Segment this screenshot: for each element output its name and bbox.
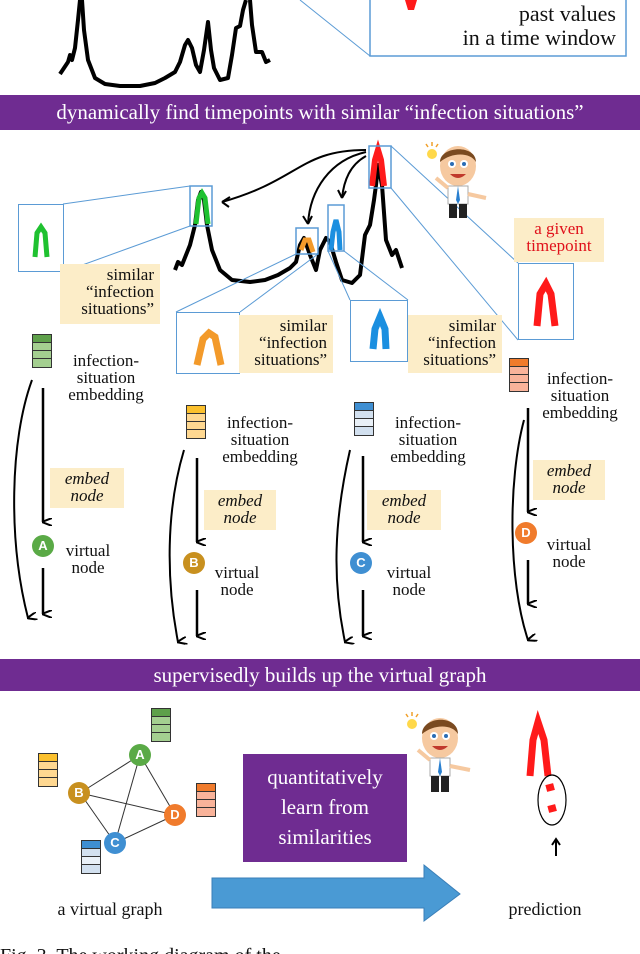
embed-c-line2: node (387, 508, 421, 527)
graph-embedding-d (196, 783, 216, 817)
virtual-node-label-b: virtual node (206, 564, 268, 598)
banner-build-graph: supervisedly builds up the virtual graph (0, 659, 640, 691)
graph-node-b: B (68, 782, 90, 804)
embedding-a-line2: situation (76, 368, 136, 387)
callout-text-2: in a time window (462, 25, 616, 50)
zoom-box-given (518, 263, 574, 340)
similar-orange-line3: situations” (254, 350, 327, 369)
virtual-node-c: C (350, 552, 372, 574)
node-b-line2: node (220, 580, 254, 599)
graph-node-c: C (104, 832, 126, 854)
banner-build-graph-text: supervisedly builds up the virtual graph (153, 663, 487, 687)
figure-caption: Fig. 3. The working diagram of the ... (0, 946, 640, 954)
similar-green-line1: similar (106, 265, 154, 284)
zoom-box-blue (350, 300, 408, 362)
graph-node-a: A (129, 744, 151, 766)
similar-label-blue: similar “infection situations” (408, 315, 502, 373)
node-d-line2: node (552, 552, 586, 571)
node-c-line2: node (392, 580, 426, 599)
embed-node-label-a: embed node (50, 468, 124, 508)
node-b-line1: virtual (214, 563, 260, 582)
embedding-a-line3: embedding (68, 385, 144, 404)
learn-line3: similarities (278, 825, 372, 849)
embedding-b-line1: infection- (226, 413, 294, 432)
similar-green-line2: “infection (86, 282, 154, 301)
embedding-d-line2: situation (550, 386, 610, 405)
learn-line1: quantitatively (267, 765, 383, 789)
figure-caption-text: Fig. 3. The working diagram of the ... (0, 946, 640, 954)
similar-orange-line1: similar (279, 316, 327, 335)
graph-node-d: D (164, 804, 186, 826)
embedding-b-line3: embedding (222, 447, 298, 466)
embed-node-label-b: embed node (204, 490, 276, 530)
embedding-vector-d (509, 358, 529, 392)
person-illustration-bottom (402, 710, 478, 798)
embed-d-line1: embed (546, 461, 592, 480)
virtual-node-label-c: virtual node (378, 564, 440, 598)
similar-blue-line2: “infection (428, 333, 496, 352)
node-d-line1: virtual (546, 535, 592, 554)
learn-line2: learn from (280, 795, 370, 819)
embedding-c-line3: embedding (390, 447, 466, 466)
virtual-node-d: D (515, 522, 537, 544)
similar-label-green: similar “infection situations” (60, 264, 160, 324)
embedding-a-line1: infection- (72, 351, 140, 370)
given-label-line1: a given (534, 219, 584, 238)
embed-c-line1: embed (381, 491, 427, 510)
banner-find-similar-text: dynamically find timepoints with similar… (56, 100, 584, 124)
similar-label-orange: similar “infection situations” (239, 315, 333, 373)
embedding-label-b: infection- situation embedding (212, 414, 308, 465)
prediction-label: prediction (508, 899, 582, 919)
given-label-line2: timepoint (526, 236, 592, 255)
zoom-box-orange (176, 312, 240, 374)
embedding-b-line2: situation (230, 430, 290, 449)
graph-embedding-c (81, 840, 101, 874)
learn-from-similarities-box: quantitatively learn from similarities (243, 754, 407, 862)
similar-blue-line1: similar (448, 316, 496, 335)
given-timepoint-label: a given timepoint (514, 218, 604, 262)
node-c-line1: virtual (386, 563, 432, 582)
embedding-vector-b (186, 405, 206, 439)
node-a-line2: node (71, 558, 105, 577)
embedding-vector-a (32, 334, 52, 368)
embed-b-line1: embed (217, 491, 263, 510)
embedding-d-line3: embedding (542, 403, 618, 422)
embedding-label-d: infection- situation embedding (532, 370, 628, 421)
embed-b-line2: node (223, 508, 257, 527)
embedding-label-a: infection- situation embedding (58, 352, 154, 403)
node-a-line1: virtual (65, 541, 111, 560)
embedding-c-line2: situation (398, 430, 458, 449)
embed-d-line2: node (552, 478, 586, 497)
graph-embedding-a (151, 708, 171, 742)
embedding-c-line1: infection- (394, 413, 462, 432)
embed-a-line2: node (70, 486, 104, 505)
similar-blue-line3: situations” (423, 350, 496, 369)
embedding-d-line1: infection- (546, 369, 614, 388)
virtual-node-label-a: virtual node (58, 542, 118, 576)
virtual-node-b: B (183, 552, 205, 574)
similar-green-line3: situations” (81, 299, 154, 318)
embed-node-label-d: embed node (533, 460, 605, 500)
callout-text-1: past values (518, 1, 616, 26)
similar-orange-line2: “infection (259, 333, 327, 352)
embedding-vector-c (354, 402, 374, 436)
embed-node-label-c: embed node (367, 490, 441, 530)
embed-a-line1: embed (64, 469, 110, 488)
graph-embedding-b (38, 753, 58, 787)
virtual-node-a: A (32, 535, 54, 557)
virtual-graph-label: a virtual graph (57, 899, 163, 919)
embedding-label-c: infection- situation embedding (380, 414, 476, 465)
zoom-box-green (18, 204, 64, 272)
person-illustration-top (422, 142, 494, 222)
virtual-node-label-d: virtual node (538, 536, 600, 570)
banner-find-similar: dynamically find timepoints with similar… (0, 95, 640, 130)
